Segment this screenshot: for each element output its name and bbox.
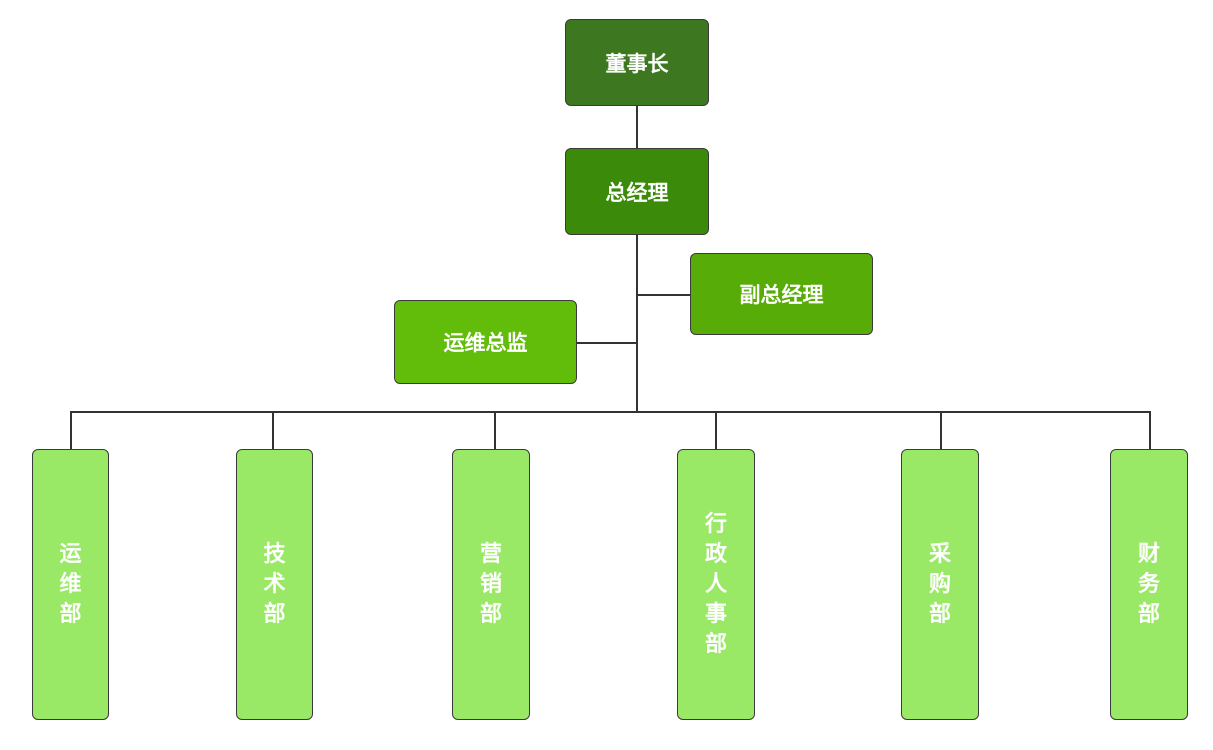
department-label-char: 政 <box>704 541 727 567</box>
department-label-char: 购 <box>928 571 951 597</box>
department-label-char: 部 <box>704 631 727 657</box>
edge-gm-ops-director <box>577 342 637 344</box>
edge-gm-trunk <box>636 235 638 412</box>
department-label-char: 部 <box>59 601 82 627</box>
edge-dept-ops <box>70 411 72 449</box>
department-label-char: 部 <box>928 601 951 627</box>
edge-dept-finance <box>1149 411 1151 449</box>
node-ops-director[interactable]: 运维总监 <box>394 300 577 384</box>
edge-chairman-gm <box>636 106 638 148</box>
department-label-char: 部 <box>1137 601 1160 627</box>
department-label-char: 事 <box>704 601 727 627</box>
department-label-char: 人 <box>704 571 727 597</box>
node-deputy-general-manager-label: 副总经理 <box>739 283 824 307</box>
node-dept-finance[interactable]: 财务部 <box>1110 449 1188 720</box>
department-label-char: 运 <box>59 541 82 567</box>
edge-dept-purchasing <box>940 411 942 449</box>
node-general-manager-label: 总经理 <box>605 180 669 205</box>
node-chairman[interactable]: 董事长 <box>565 19 709 106</box>
department-label-char: 务 <box>1137 571 1160 597</box>
edge-dept-tech <box>272 411 274 449</box>
node-dept-admin-hr[interactable]: 行政人事部 <box>677 449 755 720</box>
department-label-char: 财 <box>1137 541 1160 567</box>
edge-gm-deputy-gm <box>637 294 690 296</box>
node-dept-ops[interactable]: 运维部 <box>32 449 109 720</box>
node-dept-tech[interactable]: 技术部 <box>236 449 313 720</box>
node-chairman-label: 董事长 <box>605 51 669 76</box>
department-label-char: 术 <box>263 571 286 597</box>
department-label-char: 销 <box>479 571 502 597</box>
node-dept-purchasing[interactable]: 采购部 <box>901 449 979 720</box>
node-deputy-general-manager[interactable]: 副总经理 <box>690 253 873 335</box>
department-label-char: 技 <box>263 541 286 567</box>
department-label-char: 部 <box>479 601 502 627</box>
edge-dept-admin-hr <box>715 411 717 449</box>
edge-dept-marketing <box>494 411 496 449</box>
department-label-char: 行 <box>704 511 727 537</box>
department-label-char: 部 <box>263 601 286 627</box>
department-label-char: 采 <box>928 541 951 567</box>
department-label-char: 营 <box>479 541 502 567</box>
department-bus <box>70 411 1150 413</box>
node-dept-marketing[interactable]: 营销部 <box>452 449 530 720</box>
node-ops-director-label: 运维总监 <box>443 331 528 355</box>
department-label-char: 维 <box>59 571 82 597</box>
node-general-manager[interactable]: 总经理 <box>565 148 709 235</box>
